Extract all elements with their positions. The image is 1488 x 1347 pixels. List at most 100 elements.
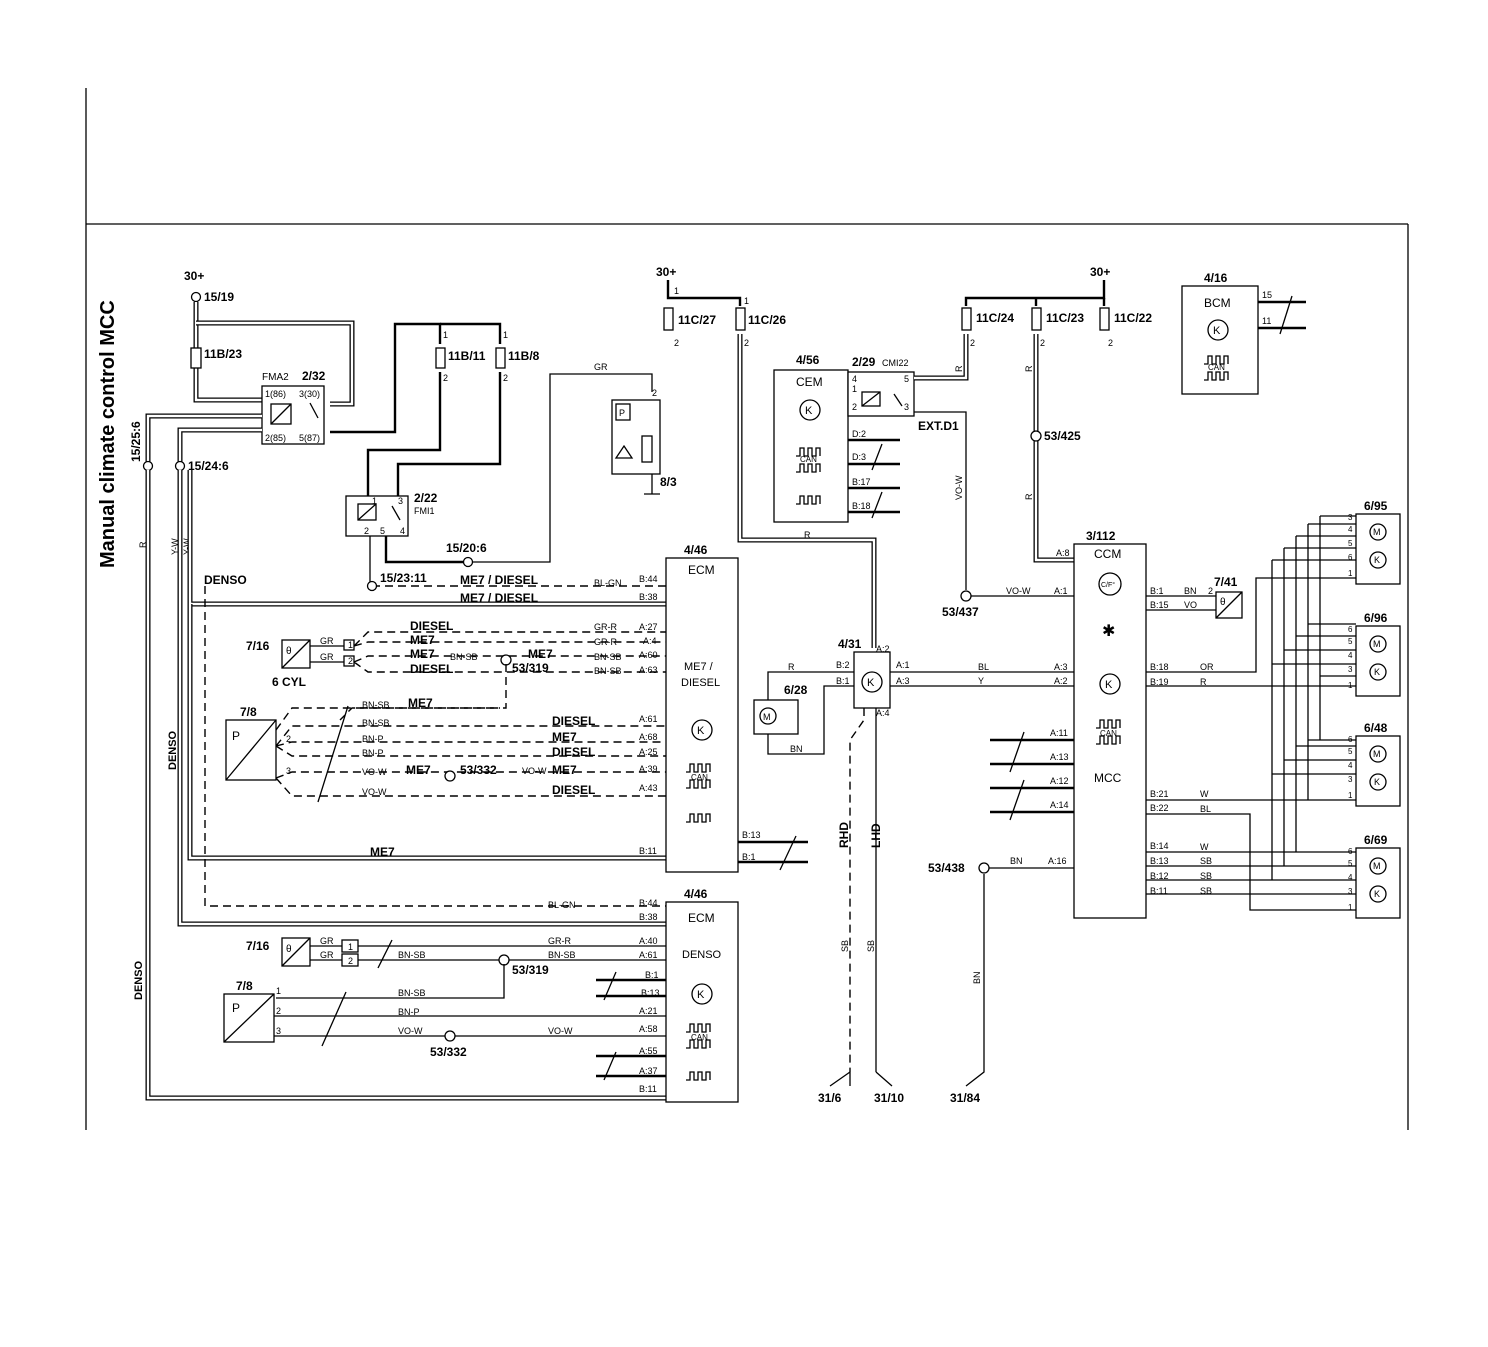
svg-text:A:40: A:40 bbox=[639, 936, 658, 946]
svg-text:A:60: A:60 bbox=[639, 650, 658, 660]
relay-fmi1: 2/22 FMI1 1 3 2 5 4 bbox=[345, 491, 438, 537]
svg-text:A:11: A:11 bbox=[1050, 728, 1068, 738]
ccm-module: 3/112 CCM C/F° ✱ K CAN MCC bbox=[1073, 529, 1147, 919]
svg-text:7/8: 7/8 bbox=[236, 979, 253, 993]
damper-motor-6-95: 6/95 M K 3 4 5 6 1 bbox=[1348, 499, 1401, 585]
svg-text:W: W bbox=[1200, 842, 1209, 852]
svg-text:6/28: 6/28 bbox=[784, 683, 808, 697]
svg-text:5(87): 5(87) bbox=[299, 433, 320, 443]
svg-text:3(30): 3(30) bbox=[299, 389, 320, 399]
svg-text:P: P bbox=[619, 408, 625, 418]
svg-text:3: 3 bbox=[398, 496, 403, 506]
svg-text:5: 5 bbox=[1348, 747, 1353, 756]
svg-text:A:68: A:68 bbox=[639, 732, 658, 742]
svg-text:A:21: A:21 bbox=[639, 1006, 658, 1016]
svg-text:6: 6 bbox=[1348, 553, 1353, 562]
svg-text:2: 2 bbox=[364, 526, 369, 536]
svg-text:ME7: ME7 bbox=[408, 696, 433, 710]
svg-text:CAN: CAN bbox=[691, 773, 708, 782]
svg-text:53/332: 53/332 bbox=[460, 763, 497, 777]
svg-text:31/84: 31/84 bbox=[950, 1091, 980, 1105]
svg-text:θ: θ bbox=[1220, 597, 1226, 608]
svg-text:BN-P: BN-P bbox=[362, 748, 384, 758]
junction-53-437: 53/437 bbox=[942, 590, 979, 619]
junction-53-332-a: 53/332 bbox=[444, 763, 497, 782]
svg-text:4: 4 bbox=[1348, 761, 1353, 770]
svg-text:K: K bbox=[1213, 325, 1221, 337]
svg-text:BL-GN: BL-GN bbox=[594, 578, 622, 588]
svg-text:2: 2 bbox=[1108, 338, 1113, 348]
svg-text:2: 2 bbox=[503, 373, 508, 383]
svg-text:B:38: B:38 bbox=[639, 592, 658, 602]
svg-text:A:61: A:61 bbox=[639, 950, 658, 960]
svg-text:R: R bbox=[1024, 365, 1034, 372]
svg-text:3/112: 3/112 bbox=[1086, 529, 1116, 543]
svg-text:53/425: 53/425 bbox=[1044, 429, 1081, 443]
svg-text:M: M bbox=[1373, 861, 1381, 871]
svg-text:A:8: A:8 bbox=[1056, 548, 1070, 558]
svg-text:4: 4 bbox=[1348, 651, 1353, 660]
svg-text:K: K bbox=[805, 405, 813, 417]
ecm-denso: 4/46 ECM DENSO K CAN bbox=[665, 887, 739, 1103]
svg-text:1: 1 bbox=[1348, 681, 1353, 690]
svg-text:7/16: 7/16 bbox=[246, 639, 270, 653]
svg-text:B:1: B:1 bbox=[742, 852, 756, 862]
svg-text:5: 5 bbox=[1348, 539, 1353, 548]
svg-text:2: 2 bbox=[1208, 586, 1213, 596]
temp-sensor-7-16-b: θ 7/16 1 2 GR GR bbox=[246, 936, 359, 967]
svg-text:BN: BN bbox=[790, 744, 803, 754]
svg-text:SB: SB bbox=[1200, 871, 1212, 881]
svg-text:Y-W: Y-W bbox=[170, 538, 180, 555]
svg-text:15/20:6: 15/20:6 bbox=[446, 541, 487, 555]
svg-text:6: 6 bbox=[1348, 735, 1353, 744]
svg-text:4/31: 4/31 bbox=[838, 637, 862, 651]
svg-text:2: 2 bbox=[348, 656, 353, 666]
junction-53-319-b: 53/319 bbox=[498, 954, 549, 977]
svg-text:BN-SB: BN-SB bbox=[362, 700, 390, 710]
svg-text:A:13: A:13 bbox=[1050, 752, 1069, 762]
svg-text:4/46: 4/46 bbox=[684, 887, 708, 901]
svg-text:30+: 30+ bbox=[184, 269, 204, 283]
svg-text:DIESEL: DIESEL bbox=[552, 783, 595, 797]
sensor-8-3: P 8/3 2 bbox=[611, 388, 677, 495]
cabin-temp-sensor-7-41: θ 7/41 2 bbox=[1208, 575, 1243, 619]
svg-text:4: 4 bbox=[1348, 873, 1353, 882]
svg-text:RHD: RHD bbox=[837, 822, 851, 848]
svg-text:M: M bbox=[1373, 749, 1381, 759]
svg-text:A:37: A:37 bbox=[639, 1066, 658, 1076]
svg-text:ME7 / DIESEL: ME7 / DIESEL bbox=[460, 591, 538, 605]
svg-text:DIESEL: DIESEL bbox=[552, 714, 595, 728]
svg-text:BN-P: BN-P bbox=[362, 734, 384, 744]
svg-text:11: 11 bbox=[1262, 316, 1271, 326]
svg-text:4: 4 bbox=[400, 526, 405, 536]
svg-text:OR: OR bbox=[1200, 662, 1214, 672]
damper-motor-6-96: 6/96 M K 6 5 4 3 1 bbox=[1348, 611, 1401, 697]
svg-text:15/25:6: 15/25:6 bbox=[129, 421, 143, 462]
fan-motor-6-28: 6/28 M bbox=[753, 683, 808, 735]
svg-text:2/29: 2/29 bbox=[852, 355, 876, 369]
svg-text:53/437: 53/437 bbox=[942, 605, 979, 619]
svg-text:SB: SB bbox=[840, 940, 850, 952]
svg-text:K: K bbox=[1105, 679, 1113, 691]
svg-text:FMA2: FMA2 bbox=[262, 372, 289, 383]
svg-text:K: K bbox=[1374, 889, 1380, 899]
svg-text:4/56: 4/56 bbox=[796, 353, 820, 367]
ccm-right-pins: B:1 B:15 B:18 B:19 B:21 B:22 B:14 B:13 B… bbox=[1150, 586, 1169, 896]
svg-text:GR-R: GR-R bbox=[594, 637, 617, 647]
svg-text:VO-W: VO-W bbox=[1006, 586, 1031, 596]
fuse-11b-23: 11B/23 bbox=[190, 347, 242, 369]
svg-text:DENSO: DENSO bbox=[167, 730, 179, 770]
svg-text:K: K bbox=[1374, 667, 1380, 677]
svg-text:A:3: A:3 bbox=[1054, 662, 1068, 672]
svg-text:5: 5 bbox=[1348, 859, 1353, 868]
svg-text:CAN: CAN bbox=[800, 455, 817, 464]
svg-text:4/16: 4/16 bbox=[1204, 271, 1228, 285]
svg-text:R: R bbox=[788, 662, 795, 672]
svg-text:B:12: B:12 bbox=[1150, 871, 1169, 881]
svg-text:D:2: D:2 bbox=[852, 429, 866, 439]
svg-text:B:19: B:19 bbox=[1150, 677, 1169, 687]
svg-text:5: 5 bbox=[904, 374, 909, 384]
svg-text:1: 1 bbox=[503, 330, 508, 340]
svg-text:M: M bbox=[1373, 639, 1381, 649]
